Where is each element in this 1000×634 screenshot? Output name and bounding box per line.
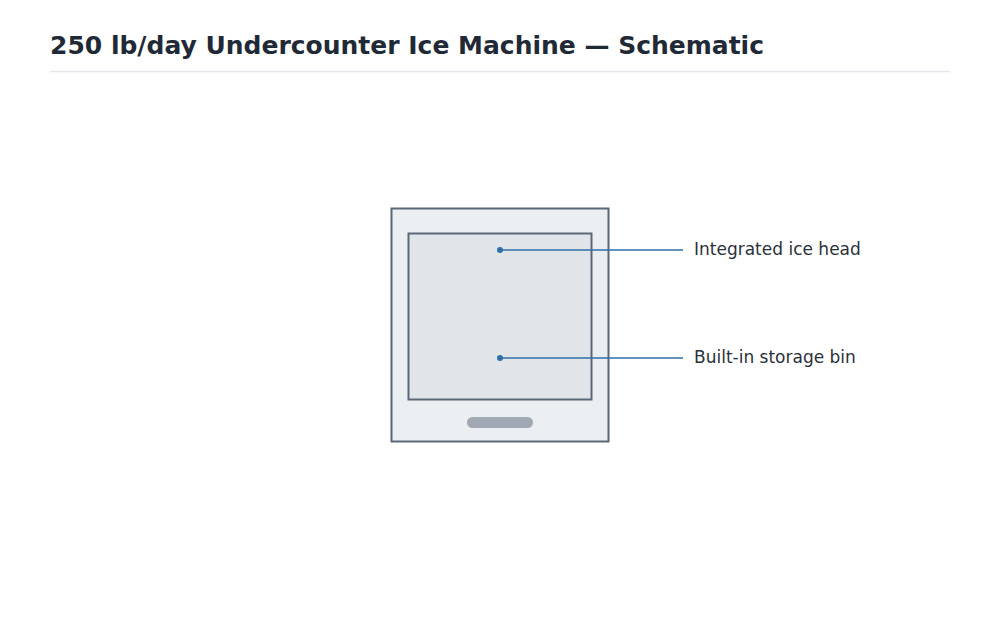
- front-panel: [409, 234, 592, 400]
- cabinet-housing: [392, 209, 609, 442]
- leader-line: [497, 355, 683, 361]
- leader-lines: [497, 247, 683, 361]
- door-handle: [467, 417, 533, 428]
- callout-label: Integrated ice head: [694, 238, 861, 260]
- leader-dot: [497, 247, 503, 253]
- leader-line: [497, 247, 683, 253]
- title-rule: [50, 71, 950, 73]
- diagram-title: 250 lb/day Undercounter Ice Machine — Sc…: [50, 30, 764, 62]
- leader-dot: [497, 355, 503, 361]
- leader-stroke: [500, 357, 683, 359]
- leader-stroke: [500, 249, 683, 251]
- callout-label: Built-in storage bin: [694, 346, 856, 368]
